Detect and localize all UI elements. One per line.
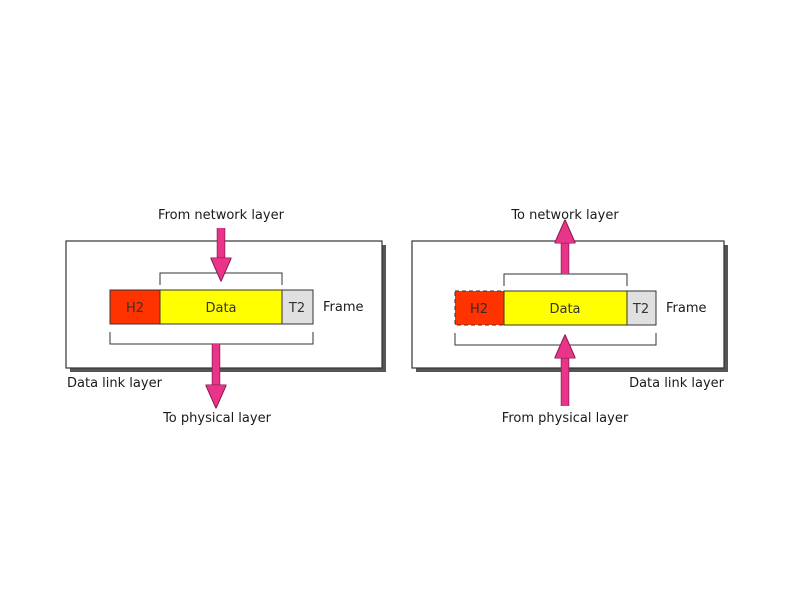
receiver-data-label: Data — [549, 302, 580, 317]
sender-top-label: From network layer — [158, 208, 285, 223]
sender-data-cell — [159, 289, 283, 325]
sender-panel: H2 Data T2 Frame From network layer Data… — [65, 208, 386, 426]
receiver-data-cell — [503, 290, 628, 326]
receiver-bottom-label: From physical layer — [502, 411, 629, 426]
receiver-frame-label: Frame — [666, 301, 707, 316]
sender-header-label: H2 — [126, 301, 144, 316]
receiver-trailer-cell — [626, 290, 657, 326]
sender-bottom-label: To physical layer — [162, 411, 272, 426]
sender-trailer-label: T2 — [288, 301, 305, 316]
receiver-header-cell — [454, 290, 505, 326]
sender-header-cell — [109, 289, 161, 325]
sender-trailer-cell — [281, 289, 314, 325]
receiver-header-label: H2 — [470, 302, 488, 317]
receiver-layer-label: Data link layer — [629, 376, 725, 391]
sender-data-label: Data — [205, 301, 236, 316]
sender-frame-bracket — [109, 332, 314, 345]
sender-frame-label: Frame — [323, 300, 364, 315]
receiver-top-label: To network layer — [510, 208, 619, 223]
sender-layer-label: Data link layer — [67, 376, 163, 391]
receiver-trailer-label: T2 — [632, 302, 649, 317]
receiver-panel: H2 Data T2 Frame To network layer Data l… — [411, 208, 728, 426]
